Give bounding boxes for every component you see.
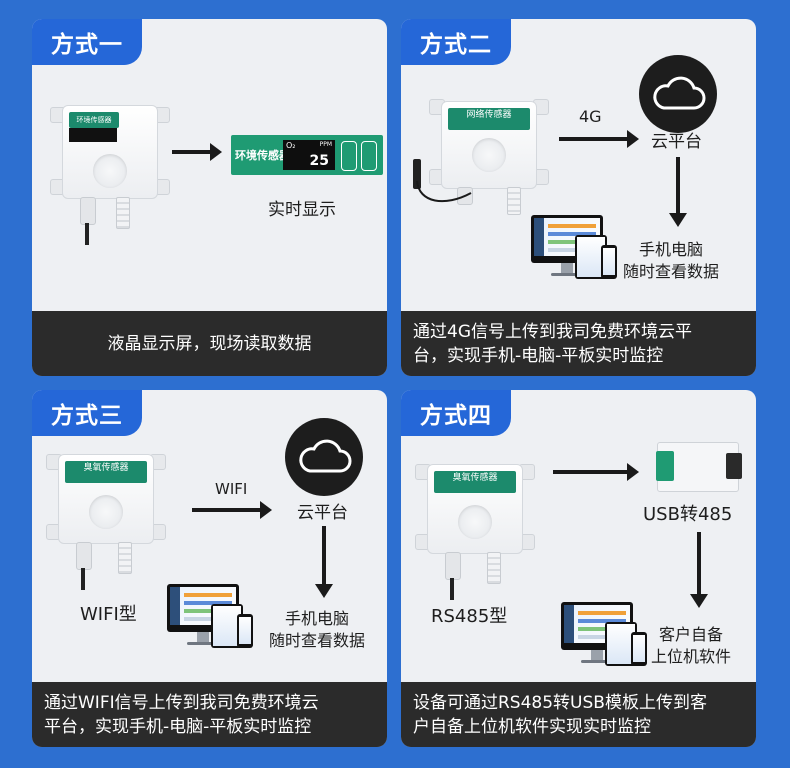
panel-title: 方式三 bbox=[32, 390, 142, 436]
sensor-device: 网络传感器 bbox=[429, 95, 549, 235]
sensor-label-text: 网络传感器 bbox=[466, 110, 512, 120]
caption-line-2: 台，实现手机-电脑-平板实时监控 bbox=[413, 345, 664, 366]
client-line-1: 客户自备 bbox=[659, 625, 724, 644]
caption-line-2: 平台，实现手机-电脑-平板实时监控 bbox=[44, 716, 312, 737]
arrow-right bbox=[192, 501, 272, 519]
lcd-label: 环境传感器 bbox=[235, 149, 290, 162]
cloud-icon bbox=[285, 418, 363, 496]
client-line-1: 手机电脑 bbox=[285, 609, 350, 628]
antenna-cable bbox=[413, 159, 421, 189]
computer-phone-icon bbox=[167, 584, 253, 658]
panel-title: 方式二 bbox=[401, 19, 511, 65]
lcd-display: 环境传感器 O₂ PPM 25 bbox=[231, 135, 383, 175]
sensor-label: 环境传感器 bbox=[69, 112, 119, 128]
lcd-unit: PPM bbox=[319, 141, 332, 148]
link-label: 4G bbox=[579, 107, 602, 126]
client-line-2: 随时查看数据 bbox=[269, 631, 366, 650]
caption-line-1: 设备可通过RS485转USB模板上传到客 bbox=[413, 692, 707, 713]
panel-title: 方式一 bbox=[32, 19, 142, 65]
sensor-label-text: 臭氧传感器 bbox=[452, 473, 498, 483]
cloud-label: 云平台 bbox=[651, 132, 702, 152]
sensor-device: 臭氧传感器 bbox=[46, 448, 166, 590]
sensor-device: 环境传感器 bbox=[50, 99, 170, 245]
arrow-right bbox=[559, 130, 639, 148]
panel-method-2: 方式二 网络传感器 4G 云平台 手机电脑 随时查看数据 通过4G信号 bbox=[401, 19, 756, 376]
panel-method-4: 方式四 臭氧传感器 RS485型 USB转485 客户自备 上位机软件 设备 bbox=[401, 390, 756, 747]
client-line-2: 上位机软件 bbox=[651, 647, 732, 666]
panel-caption: 设备可通过RS485转USB模板上传到客 户自备上位机软件实现实时监控 bbox=[401, 682, 756, 747]
panel-method-1: 方式一 环境传感器 环境传感器 O₂ PPM 25 实时显示 液晶显示屏，现场读… bbox=[32, 19, 387, 376]
arrow-right bbox=[172, 143, 222, 161]
caption-text: 液晶显示屏，现场读取数据 bbox=[107, 333, 312, 354]
sensor-device: 臭氧传感器 bbox=[415, 458, 535, 600]
caption-line-1: 通过WIFI信号上传到我司免费环境云 bbox=[44, 692, 319, 713]
sensor-mini-screen bbox=[69, 128, 117, 142]
usb-converter-icon bbox=[656, 442, 742, 492]
panel-caption: 通过4G信号上传到我司免费环境云平 台，实现手机-电脑-平板实时监控 bbox=[401, 311, 756, 376]
device-name: RS485型 bbox=[431, 606, 508, 627]
client-label: 客户自备 上位机软件 bbox=[651, 624, 731, 668]
caption-line-2: 户自备上位机软件实现实时监控 bbox=[413, 716, 651, 737]
link-label: WIFI bbox=[215, 480, 248, 498]
panel-method-3: 方式三 臭氧传感器 WIFI型 WIFI 云平台 手机电脑 随时查看数据 通过W… bbox=[32, 390, 387, 747]
arrow-right bbox=[553, 463, 639, 481]
display-caption: 实时显示 bbox=[268, 200, 336, 220]
panel-title: 方式四 bbox=[401, 390, 511, 436]
gas-cylinder-icon bbox=[341, 141, 357, 171]
panel-caption: 通过WIFI信号上传到我司免费环境云 平台，实现手机-电脑-平板实时监控 bbox=[32, 682, 387, 747]
cloud-label: 云平台 bbox=[297, 503, 348, 523]
sensor-label: 网络传感器 bbox=[448, 108, 530, 130]
cloud-icon bbox=[639, 55, 717, 133]
arrow-down bbox=[690, 532, 708, 608]
computer-phone-icon bbox=[561, 602, 647, 676]
converter-label: USB转485 bbox=[643, 504, 733, 525]
lcd-screen: O₂ PPM 25 bbox=[283, 140, 335, 170]
arrow-down bbox=[669, 157, 687, 227]
arrow-down bbox=[315, 526, 333, 598]
lcd-value: 25 bbox=[309, 153, 329, 169]
sensor-label: 臭氧传感器 bbox=[65, 461, 147, 483]
device-name: WIFI型 bbox=[80, 604, 137, 625]
sensor-label-text: 臭氧传感器 bbox=[83, 463, 129, 473]
cable-line bbox=[416, 180, 472, 202]
sensor-label: 臭氧传感器 bbox=[434, 471, 516, 493]
client-line-1: 手机电脑 bbox=[639, 240, 704, 259]
lcd-gas: O₂ bbox=[286, 141, 296, 150]
client-line-2: 随时查看数据 bbox=[623, 262, 720, 281]
computer-phone-icon bbox=[531, 215, 617, 289]
client-label: 手机电脑 随时查看数据 bbox=[269, 608, 365, 652]
gas-cylinder-icon bbox=[361, 141, 377, 171]
caption-line-1: 通过4G信号上传到我司免费环境云平 bbox=[413, 321, 692, 342]
client-label: 手机电脑 随时查看数据 bbox=[623, 239, 719, 283]
panel-caption: 液晶显示屏，现场读取数据 bbox=[32, 311, 387, 376]
